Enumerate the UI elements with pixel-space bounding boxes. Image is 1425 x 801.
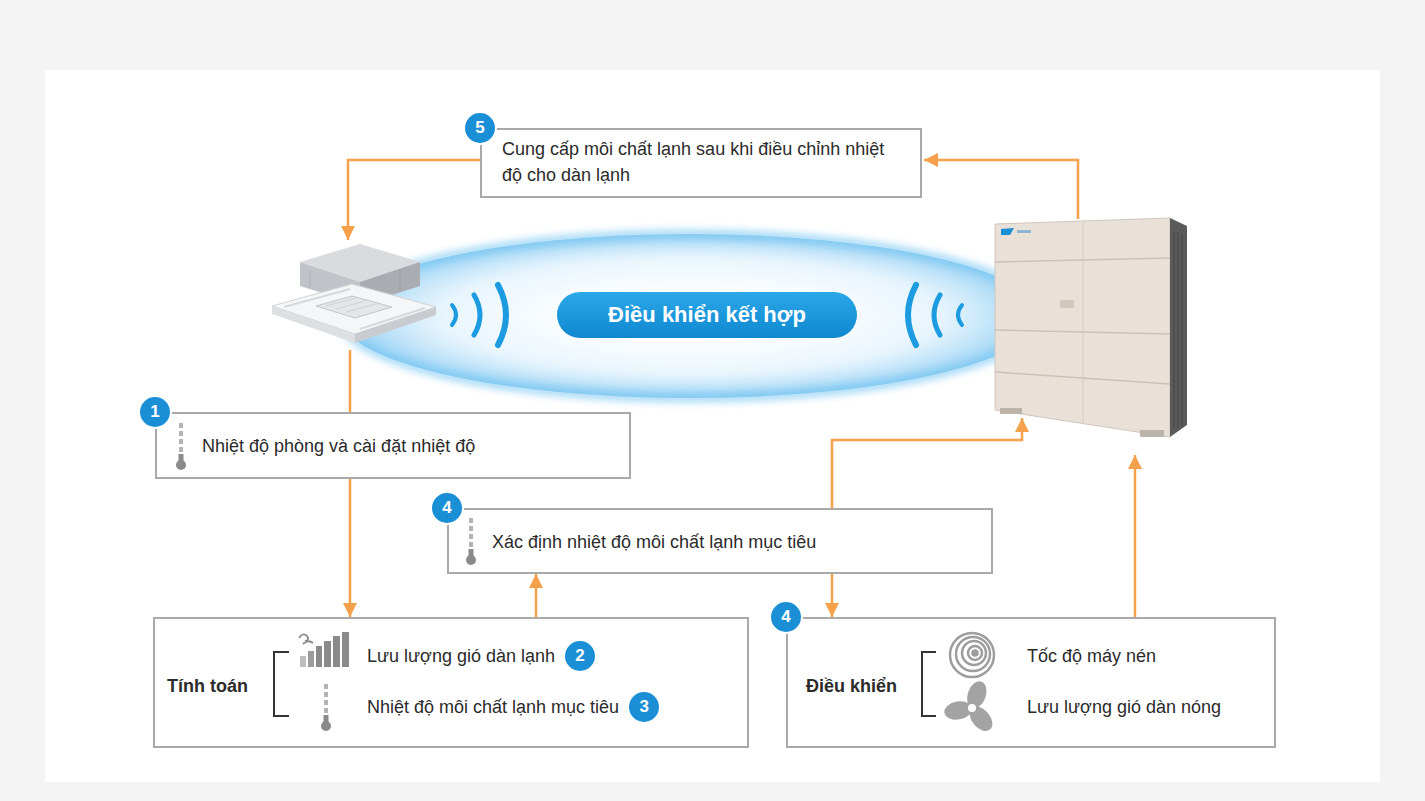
glow-ellipse	[340, 234, 1040, 398]
flow-arrow	[831, 574, 834, 617]
signal-waves-left	[452, 285, 506, 345]
glow-ring	[340, 234, 1040, 398]
bar	[333, 636, 340, 667]
brand-logo	[1001, 228, 1014, 235]
flow-lines	[348, 160, 1135, 617]
control-pill: Điều khiển kết hợp	[557, 292, 857, 338]
item-text: Tốc độ máy nén	[1027, 644, 1156, 668]
bar	[308, 651, 314, 667]
group-box: Tính toán Lưu lượng gió dàn lạnhNhiệt độ …	[153, 617, 749, 748]
unit-foot	[1140, 430, 1164, 437]
airflow-icon	[299, 632, 349, 667]
unit-side	[1170, 218, 1187, 437]
spiral-core	[973, 651, 978, 656]
brand-logo	[1017, 230, 1031, 233]
bar	[316, 646, 322, 667]
callout-number: 1	[140, 397, 170, 427]
flow-arrow	[832, 418, 1022, 508]
spiral-ring	[968, 646, 982, 660]
thermometer-icon	[321, 684, 331, 731]
bracket	[274, 652, 289, 716]
flow-arrow	[924, 160, 1078, 219]
item-text: Lưu lượng gió dàn nóng	[1027, 695, 1221, 719]
process-box: Cung cấp môi chất lạnh sau khi điều chỉn…	[480, 128, 922, 198]
grille-line	[1174, 232, 1175, 428]
fan-icon	[943, 679, 997, 736]
wave	[498, 285, 506, 345]
grille-line	[346, 303, 380, 312]
item-text: Lưu lượng gió dàn lạnh	[367, 644, 555, 668]
vent-slot	[284, 289, 350, 307]
compressor-icon	[950, 633, 994, 677]
callout-number: 4	[771, 602, 801, 632]
callout-number: 5	[465, 113, 495, 143]
fan-blade	[965, 702, 997, 735]
thermometer-icon	[176, 423, 186, 470]
callout-number: 4	[432, 493, 462, 523]
wave	[452, 305, 456, 325]
housing-line	[400, 270, 401, 291]
spiral-ring	[950, 633, 994, 677]
outdoor-unit	[995, 218, 1187, 437]
signal-waves-right	[908, 285, 962, 345]
panel-grille	[316, 296, 392, 318]
flow-arrow	[348, 160, 480, 240]
grille-line	[1178, 232, 1179, 428]
callout-number: 3	[629, 692, 659, 722]
spiral-ring	[956, 637, 990, 671]
flow-line	[349, 350, 352, 412]
wave	[908, 285, 916, 345]
bar	[324, 641, 331, 667]
flow-arrow	[349, 479, 352, 617]
step-text: Xác định nhiệt độ môi chất lạnh mục tiêu	[492, 530, 816, 554]
grille-line	[1182, 234, 1183, 426]
panel-handle	[1060, 300, 1074, 308]
unit-foot	[1000, 408, 1022, 414]
page-panel	[45, 70, 1380, 782]
panel-line	[1083, 222, 1084, 424]
bar	[300, 656, 306, 667]
pill-text: Điều khiển kết hợp	[608, 302, 806, 328]
vent-slot	[360, 308, 425, 329]
bracket	[922, 652, 936, 716]
indoor-unit	[272, 244, 436, 343]
bar	[342, 632, 349, 667]
panel-face	[272, 284, 436, 334]
callout-number: 2	[565, 641, 595, 671]
step-text: Cung cấp môi chất lạnh sau khi điều chỉn…	[502, 136, 897, 188]
wave	[934, 295, 940, 335]
process-box: Nhiệt độ phòng và cài đặt nhiệt độ	[155, 412, 631, 479]
flow-arrow	[535, 574, 538, 617]
group-box: Điều khiển Tốc độ máy nénLưu lượng gió dà…	[786, 617, 1276, 748]
step-text: Nhiệt độ phòng và cài đặt nhiệt độ	[202, 434, 475, 458]
wind-glyph	[299, 634, 313, 644]
housing-line	[310, 270, 311, 288]
item-text: Nhiệt độ môi chất lạnh mục tiêu	[367, 695, 619, 719]
wave	[474, 295, 480, 335]
spiral-ring	[962, 641, 986, 665]
unit-front	[995, 218, 1170, 437]
fan-hub	[968, 704, 976, 712]
thermometer-icon	[466, 518, 476, 565]
group-heading: Điều khiển	[806, 674, 897, 698]
group-heading: Tính toán	[167, 674, 248, 698]
process-box: Xác định nhiệt độ môi chất lạnh mục tiêu	[447, 508, 993, 574]
flow-arrow	[1134, 455, 1137, 617]
wave	[958, 305, 962, 325]
